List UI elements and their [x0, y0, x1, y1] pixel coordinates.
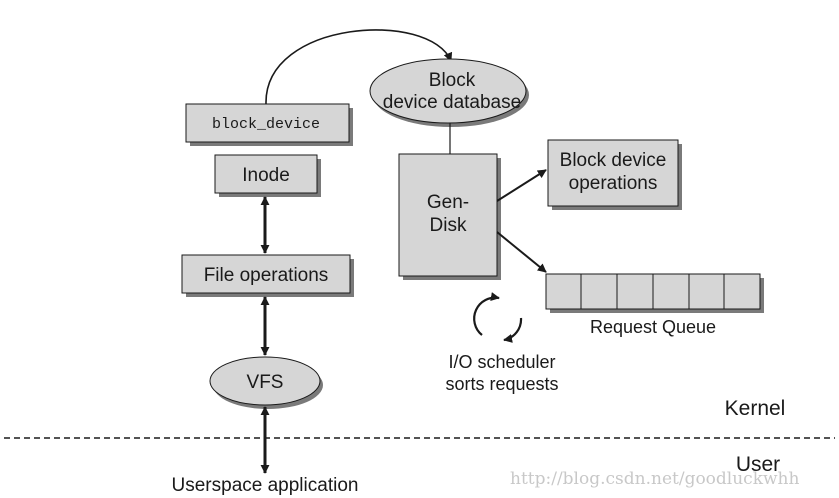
- io-scheduler-cycle-icon: [473, 292, 523, 343]
- io-scheduler-label-line1: I/O scheduler: [448, 352, 555, 372]
- gendisk-to-queue-arrow: [496, 231, 547, 273]
- gendisk-to-ops-arrow: [496, 169, 547, 202]
- userspace-label: Userspace application: [172, 475, 359, 496]
- block-device-box: block_device: [185, 103, 353, 146]
- request-queue-label: Request Queue: [590, 317, 716, 337]
- user-region-label: User: [736, 453, 780, 476]
- watermark: http://blog.csdn.net/goodluckwhh: [510, 469, 800, 489]
- block-ops-label-line2: operations: [569, 173, 658, 194]
- io-scheduler-label-line2: sorts requests: [445, 374, 558, 394]
- block-ops-label-line1: Block device: [560, 150, 667, 171]
- inode-box: Inode: [214, 154, 321, 197]
- block-device-operations-box: Block device operations: [547, 139, 682, 210]
- gendisk-label-line2: Disk: [430, 215, 467, 236]
- gendisk-label-line1: Gen-: [427, 192, 469, 213]
- block-device-database-node: Block device database: [369, 58, 529, 127]
- block-device-to-database-arrow: [265, 29, 453, 105]
- vfs-node: VFS: [209, 356, 323, 409]
- file-operations-label: File operations: [204, 265, 329, 286]
- kernel-region-label: Kernel: [725, 397, 786, 420]
- vfs-label: VFS: [247, 372, 284, 393]
- gendisk-box: Gen- Disk: [398, 153, 501, 280]
- block-db-label-line2: device database: [383, 92, 521, 113]
- inode-label: Inode: [242, 165, 290, 186]
- block-db-label-line1: Block: [429, 70, 476, 91]
- request-queue: [545, 273, 764, 313]
- file-operations-box: File operations: [181, 254, 354, 297]
- block-device-label: block_device: [212, 116, 320, 133]
